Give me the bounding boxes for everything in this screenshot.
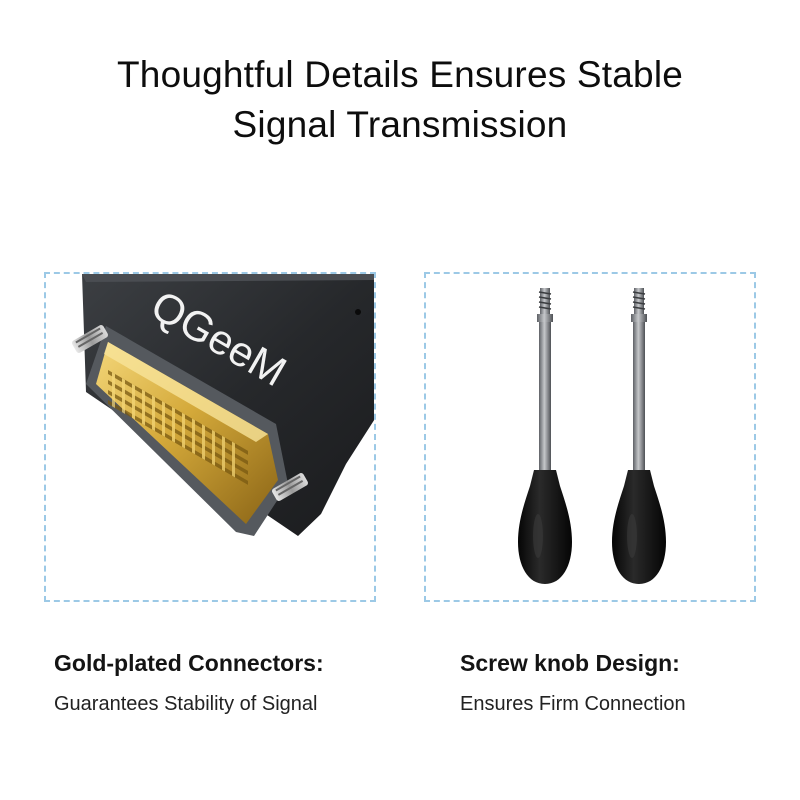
thumb-screw-right — [272, 473, 308, 501]
connector-pins — [108, 370, 248, 485]
screw-knob-left — [518, 288, 572, 584]
indicator-hole — [355, 309, 361, 315]
gold-connectors-subtitle: Guarantees Stability of Signal — [54, 693, 318, 715]
headline-line-1: Thoughtful Details Ensures Stable — [116, 54, 684, 95]
screw-knob-subtitle: Ensures Firm Connection — [460, 693, 686, 715]
gold-connector — [96, 342, 278, 524]
headline: Thoughtful Details Ensures Stable Signal… — [0, 50, 800, 150]
screw-knob-illustration — [518, 288, 666, 584]
gold-connectors-title: Gold-plated Connectors: — [54, 650, 324, 676]
screw-knob-title: Screw knob Design: — [460, 650, 680, 676]
dvi-connector-illustration: QGeeM — [72, 274, 374, 536]
connector-image-panel: QGeeM — [44, 272, 376, 602]
screw-knob-right — [612, 288, 666, 584]
screw-knob-image-panel — [424, 272, 756, 602]
thumb-screw-left — [72, 325, 108, 353]
headline-line-2: Signal Transmission — [232, 104, 568, 145]
